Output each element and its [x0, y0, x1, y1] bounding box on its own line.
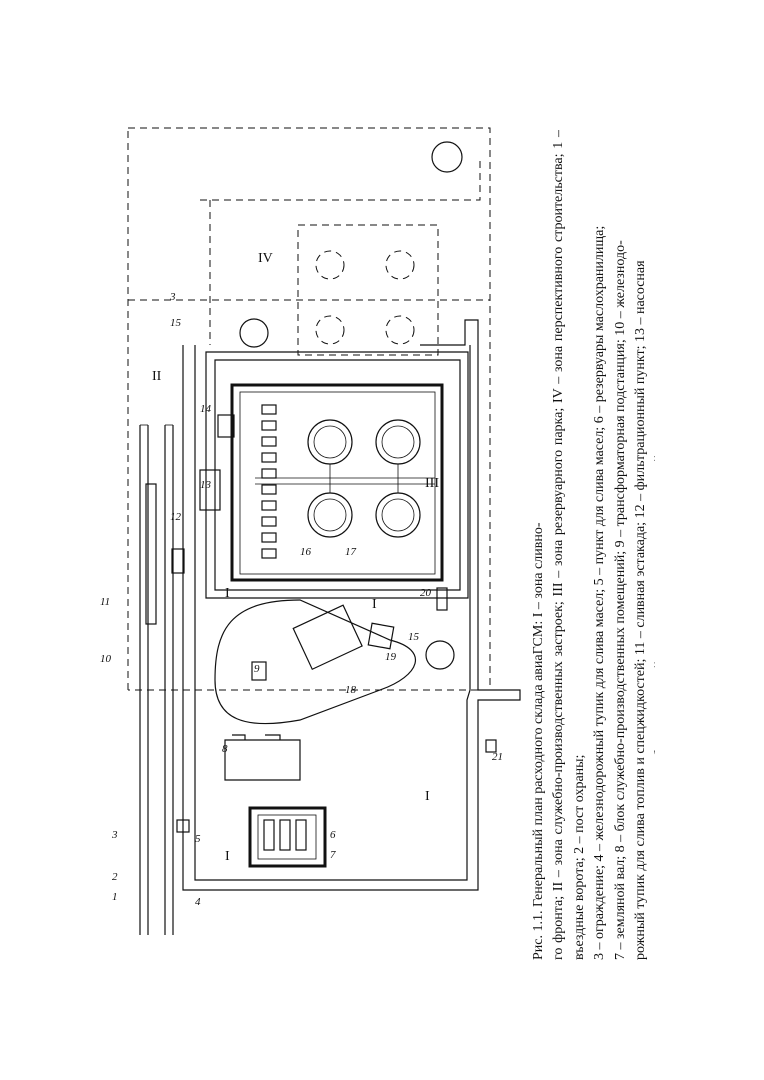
dispensing-points: [292, 604, 363, 671]
callout-16: 16: [300, 546, 312, 558]
callout-18: 18: [345, 684, 357, 696]
vertical-tanks: [255, 419, 435, 538]
caption-line: рожный тупик для слива топлив и спецжидк…: [633, 260, 649, 960]
callout-8: 8: [222, 743, 228, 755]
railway-spurs: [139, 424, 174, 935]
callouts: 1 2 3 3 4 5 6 7 8 9 10 11 12 13 14 15 15…: [100, 291, 503, 908]
transformer-substation: [251, 661, 267, 681]
callout-2: 2: [112, 871, 118, 883]
oil-sludge-trap: [436, 587, 448, 611]
horizontal-tanks: [261, 404, 277, 559]
checkpoint: [485, 739, 497, 753]
zone-label-iii: III: [425, 476, 439, 491]
road-perimeter-park: [214, 359, 461, 591]
caption-line: Рис. 1.1. Генеральный план расходного ск…: [531, 522, 546, 960]
oil-unloading-point: [176, 819, 190, 833]
callout-12: 12: [170, 511, 182, 523]
anti-icing-tank: [217, 414, 235, 438]
callout-1: 1: [112, 891, 118, 903]
callout-19: 19: [385, 651, 397, 663]
horizontal-tank: [261, 468, 277, 479]
service-block: [224, 734, 301, 781]
callout-20: 20: [420, 587, 432, 599]
horizontal-tank: [261, 532, 277, 543]
callout-6: 6: [330, 829, 336, 841]
zone-label-i-a: I: [225, 586, 230, 601]
outer-fence: [127, 127, 491, 691]
filter-point: [171, 548, 185, 574]
horizontal-tank: [261, 404, 277, 415]
callout-15a: 15: [170, 317, 182, 329]
callout-3b: 3: [169, 291, 176, 303]
callout-5: 5: [195, 833, 201, 845]
horizontal-tank: [261, 484, 277, 495]
callout-9: 9: [254, 663, 260, 675]
horizontal-tank: [261, 548, 277, 559]
zone-label-iv: IV: [258, 251, 273, 266]
figure-caption-area: Рис. 1.1. Генеральный план расходного ск…: [529, 130, 655, 960]
horizontal-tank: [261, 436, 277, 447]
tank-park-embankment: [230, 383, 444, 582]
figure-caption: Рис. 1.1. Генеральный план расходного ск…: [529, 130, 655, 960]
pump-station: [199, 469, 221, 511]
zone-label-i-d: I: [225, 849, 230, 864]
callout-3: 3: [111, 829, 118, 841]
horizontal-tank: [261, 420, 277, 431]
callout-11: 11: [100, 596, 110, 608]
callout-17: 17: [345, 546, 357, 558]
callout-21: 21: [492, 751, 503, 763]
caption-line: 3 – ограждение; 4 – железнодорожный тупи…: [592, 225, 608, 960]
zone-label-i-b: I: [372, 597, 377, 612]
road-outer: [182, 319, 521, 891]
callout-13: 13: [200, 479, 212, 491]
unloading-rack: [145, 483, 157, 625]
caption-line: 7 – земляной вал; 8 – блок служебно-прои…: [612, 240, 628, 960]
caption-line: го фронта; II – зона служебно-производст…: [551, 130, 587, 960]
callout-10: 10: [100, 653, 112, 665]
fire-ponds: [239, 318, 455, 670]
callout-15b: 15: [408, 631, 420, 643]
callout-4: 4: [195, 896, 201, 908]
oil-storage-embankment: [248, 806, 327, 868]
callout-7: 7: [330, 849, 336, 861]
loop-road: [214, 599, 417, 725]
horizontal-tank: [261, 500, 277, 511]
zone-label-ii: II: [152, 369, 162, 384]
horizontal-tank: [261, 516, 277, 527]
callout-14: 14: [200, 403, 212, 415]
future-tanks: [200, 141, 481, 356]
caption-line: станция; 14 – резервуар для антиобледени…: [651, 130, 655, 960]
zone-label-i-c: I: [425, 789, 430, 804]
horizontal-tank: [261, 452, 277, 463]
